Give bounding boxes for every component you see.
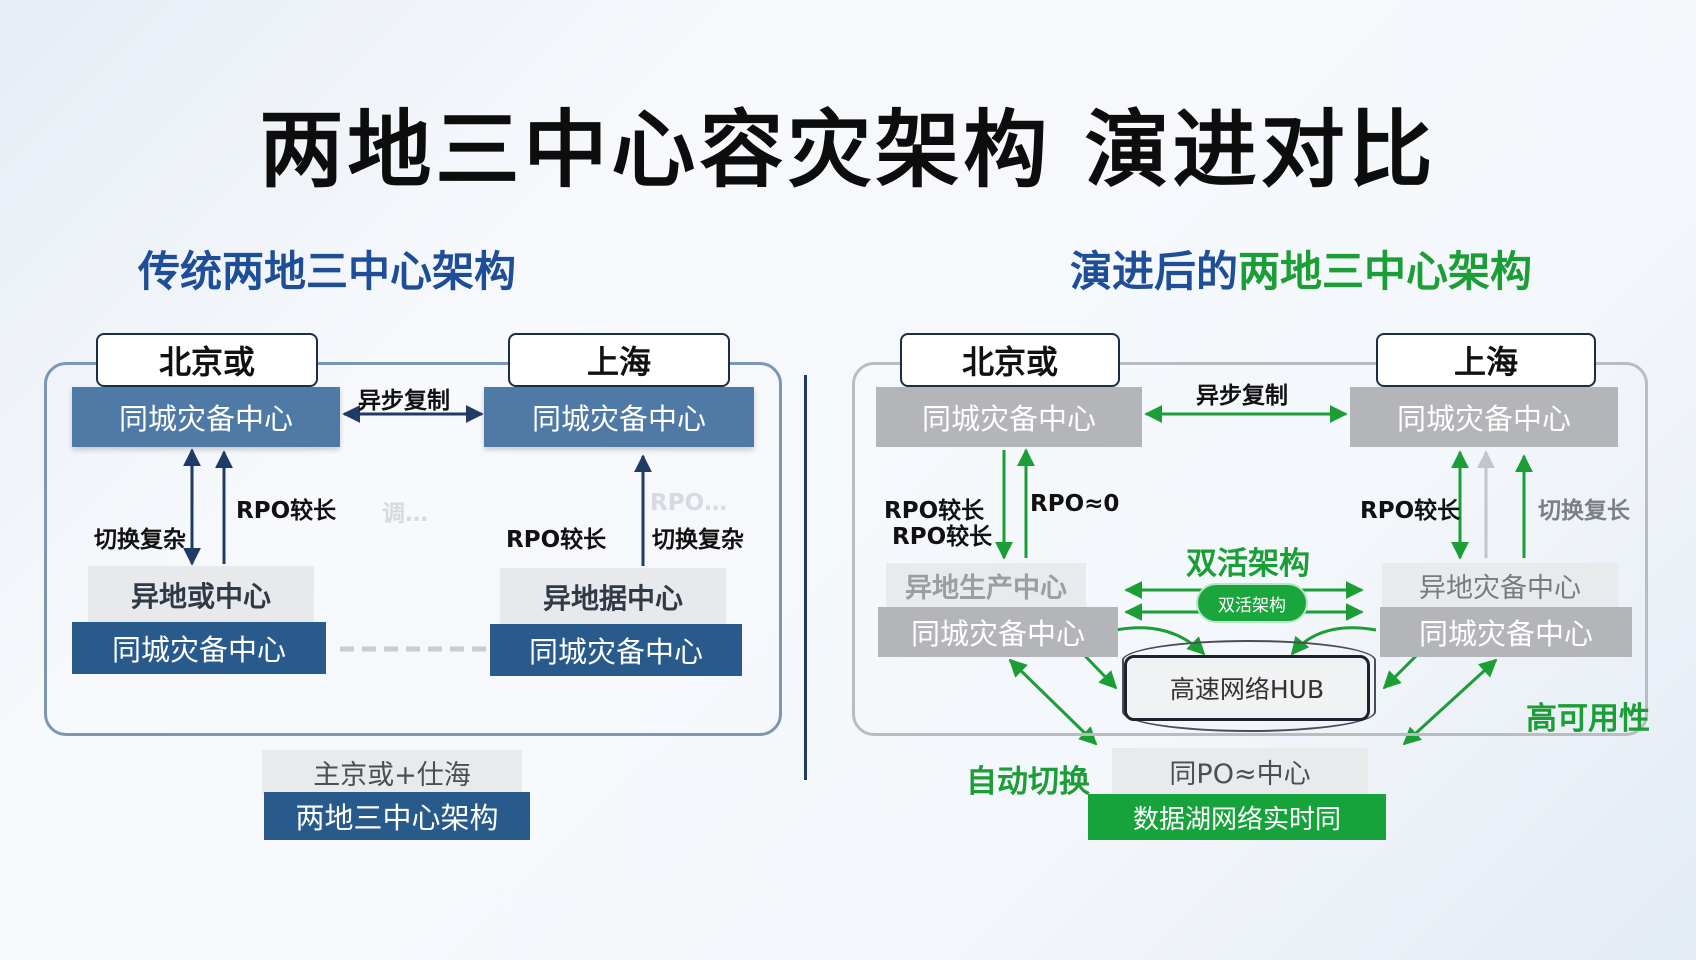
left-subtitle: 传统两地三中心架构 <box>138 247 517 296</box>
left-async-label: 异步复制 <box>358 388 450 414</box>
right-rpo-long-3: RPO较长 <box>1360 498 1461 524</box>
left-faded-label-1: 调… <box>382 501 428 527</box>
left-bottom-center-sh: 同城灾备中心 <box>490 624 742 676</box>
left-sh-center: 同城灾备中心 <box>484 387 754 447</box>
right-bottom-center-bj: 同城灾备中心 <box>878 607 1118 657</box>
hub-ring <box>1122 640 1376 732</box>
right-switch-long: 切换复长 <box>1538 498 1630 524</box>
right-footer-gray: 同PO≈中心 <box>1112 748 1368 794</box>
right-subtitle: 演进后的两地三中心架构 <box>1070 238 1532 299</box>
left-tag-beijing: 北京或 <box>96 333 318 387</box>
right-footer-green: 数据湖网络实时同 <box>1088 794 1386 840</box>
auto-switch-label: 自动切换 <box>966 764 1090 800</box>
right-subtitle-prefix: 演进后的 <box>1070 247 1239 296</box>
left-switch-label-2: 切换复杂 <box>652 527 744 553</box>
left-rpo-label-2: RPO较长 <box>506 527 607 553</box>
right-active-label: 双活架构 <box>1186 546 1310 582</box>
left-remote-center: 异地或中心 <box>88 566 314 624</box>
left-bottom-center-bj: 同城灾备中心 <box>72 622 326 674</box>
right-rpo-long-2: RPO较长 <box>892 524 993 550</box>
right-tag-beijing: 北京或 <box>900 333 1120 387</box>
right-rpo-long-1: RPO较长 <box>884 498 985 524</box>
left-bj-center: 同城灾备中心 <box>72 387 340 447</box>
high-avail-arrow <box>1402 658 1498 746</box>
right-sh-center: 同城灾备中心 <box>1350 387 1618 447</box>
left-remote-center-2: 异地据中心 <box>500 568 726 626</box>
left-switch-label: 切换复杂 <box>94 527 186 553</box>
network-hub: 高速网络HUB <box>1124 655 1370 721</box>
left-faded-label-2: RPO… <box>650 490 728 516</box>
right-remote-backup: 异地灾备中心 <box>1382 563 1618 607</box>
right-async-label: 异步复制 <box>1196 383 1288 409</box>
left-tag-shanghai: 上海 <box>508 333 730 387</box>
right-tag-shanghai: 上海 <box>1376 333 1596 387</box>
left-diagram-frame <box>44 362 782 736</box>
center-divider <box>804 375 807 780</box>
left-footer-bottom: 两地三中心架构 <box>264 792 530 840</box>
right-diagram-frame <box>852 362 1648 736</box>
right-remote-prod: 异地生产中心 <box>886 563 1086 607</box>
right-bottom-center-sh: 同城灾备中心 <box>1380 607 1632 657</box>
right-rpo-zero: RPO≈0 <box>1030 491 1120 517</box>
auto-switch-arrow <box>1008 658 1098 746</box>
right-subtitle-main: 两地三中心架构 <box>1238 247 1533 296</box>
active-active-pill: 双活架构 <box>1196 583 1308 623</box>
left-rpo-label: RPO较长 <box>236 498 337 524</box>
left-footer-top: 主京或+仕海 <box>262 750 522 794</box>
high-availability-label: 高可用性 <box>1526 701 1650 737</box>
page-title: 两地三中心容灾架构 演进对比 <box>259 100 1437 199</box>
right-bj-center: 同城灾备中心 <box>876 387 1142 447</box>
